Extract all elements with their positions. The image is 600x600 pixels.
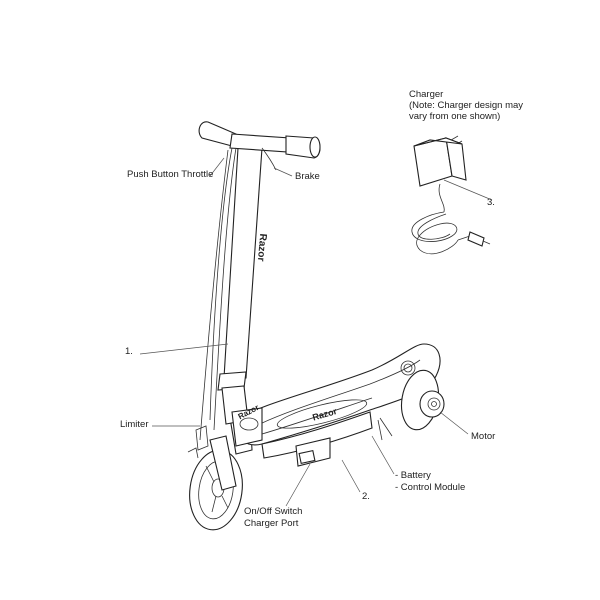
on-off-switch-label: On/Off Switch [244, 506, 303, 517]
control-module-label: - Control Module [395, 482, 466, 493]
deck-number-label: 2. [362, 491, 370, 502]
brake-label: Brake [295, 171, 320, 182]
scooter-body [187, 121, 445, 531]
charger-port-label: Charger Port [244, 518, 299, 529]
charger-illustration [411, 135, 491, 255]
leader-lines [139, 157, 493, 507]
charger-note-line-1: (Note: Charger design may [409, 100, 524, 111]
charger-note-line-2: vary from one shown) [409, 111, 501, 122]
charger-number-label: 3. [487, 197, 495, 208]
battery-label: - Battery [395, 470, 431, 481]
limiter-label: Limiter [120, 419, 149, 430]
charger-title-label: Charger [409, 89, 444, 100]
frame-number-label: 1. [125, 346, 133, 357]
column-brand-text: Razor [255, 233, 268, 262]
push-button-throttle-label: Push Button Throttle [127, 169, 214, 180]
motor-label: Motor [471, 431, 496, 442]
